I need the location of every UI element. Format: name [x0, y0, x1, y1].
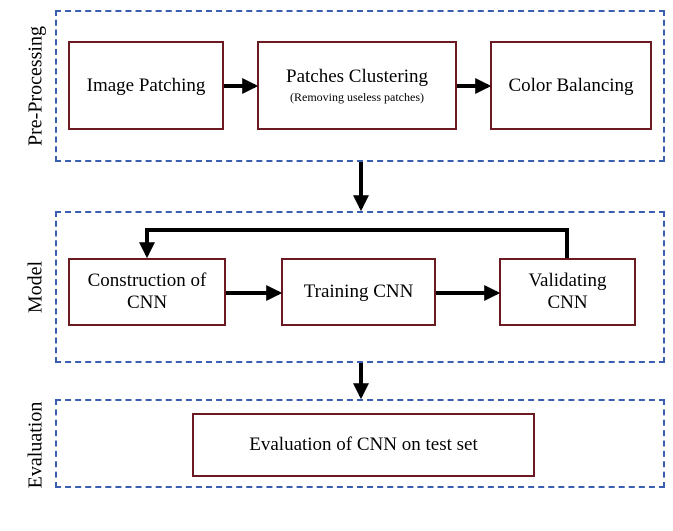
patches-clustering-text: Patches Clustering [286, 66, 428, 88]
validating-line1: Validating [528, 270, 607, 292]
validating-cnn-box: Validating CNN [499, 258, 636, 326]
pre-processing-label: Pre-Processing [24, 26, 47, 146]
model-section [55, 211, 665, 363]
training-cnn-box: Training CNN [281, 258, 436, 326]
model-label: Model [24, 260, 47, 314]
evaluation-of-cnn-box: Evaluation of CNN on test set [192, 413, 535, 477]
color-balancing-text: Color Balancing [508, 74, 634, 96]
evaluation-section [55, 399, 665, 488]
color-balancing-box: Color Balancing [490, 41, 652, 130]
evaluation-label: Evaluation [24, 401, 47, 489]
construction-of-cnn-box: Construction of CNN [68, 258, 226, 326]
image-patching-text: Image Patching [86, 74, 206, 96]
patches-clustering-note: (Removing useless patches) [290, 90, 424, 105]
evaluation-of-cnn-text: Evaluation of CNN on test set [249, 434, 478, 456]
pre-processing-section [55, 10, 665, 162]
patches-clustering-box: Patches Clustering (Removing useless pat… [257, 41, 457, 130]
construction-line1: Construction of [87, 270, 207, 292]
validating-line2: CNN [547, 292, 588, 313]
image-patching-box: Image Patching [68, 41, 224, 130]
construction-line2: CNN [126, 292, 168, 313]
training-cnn-text: Training CNN [303, 281, 414, 303]
